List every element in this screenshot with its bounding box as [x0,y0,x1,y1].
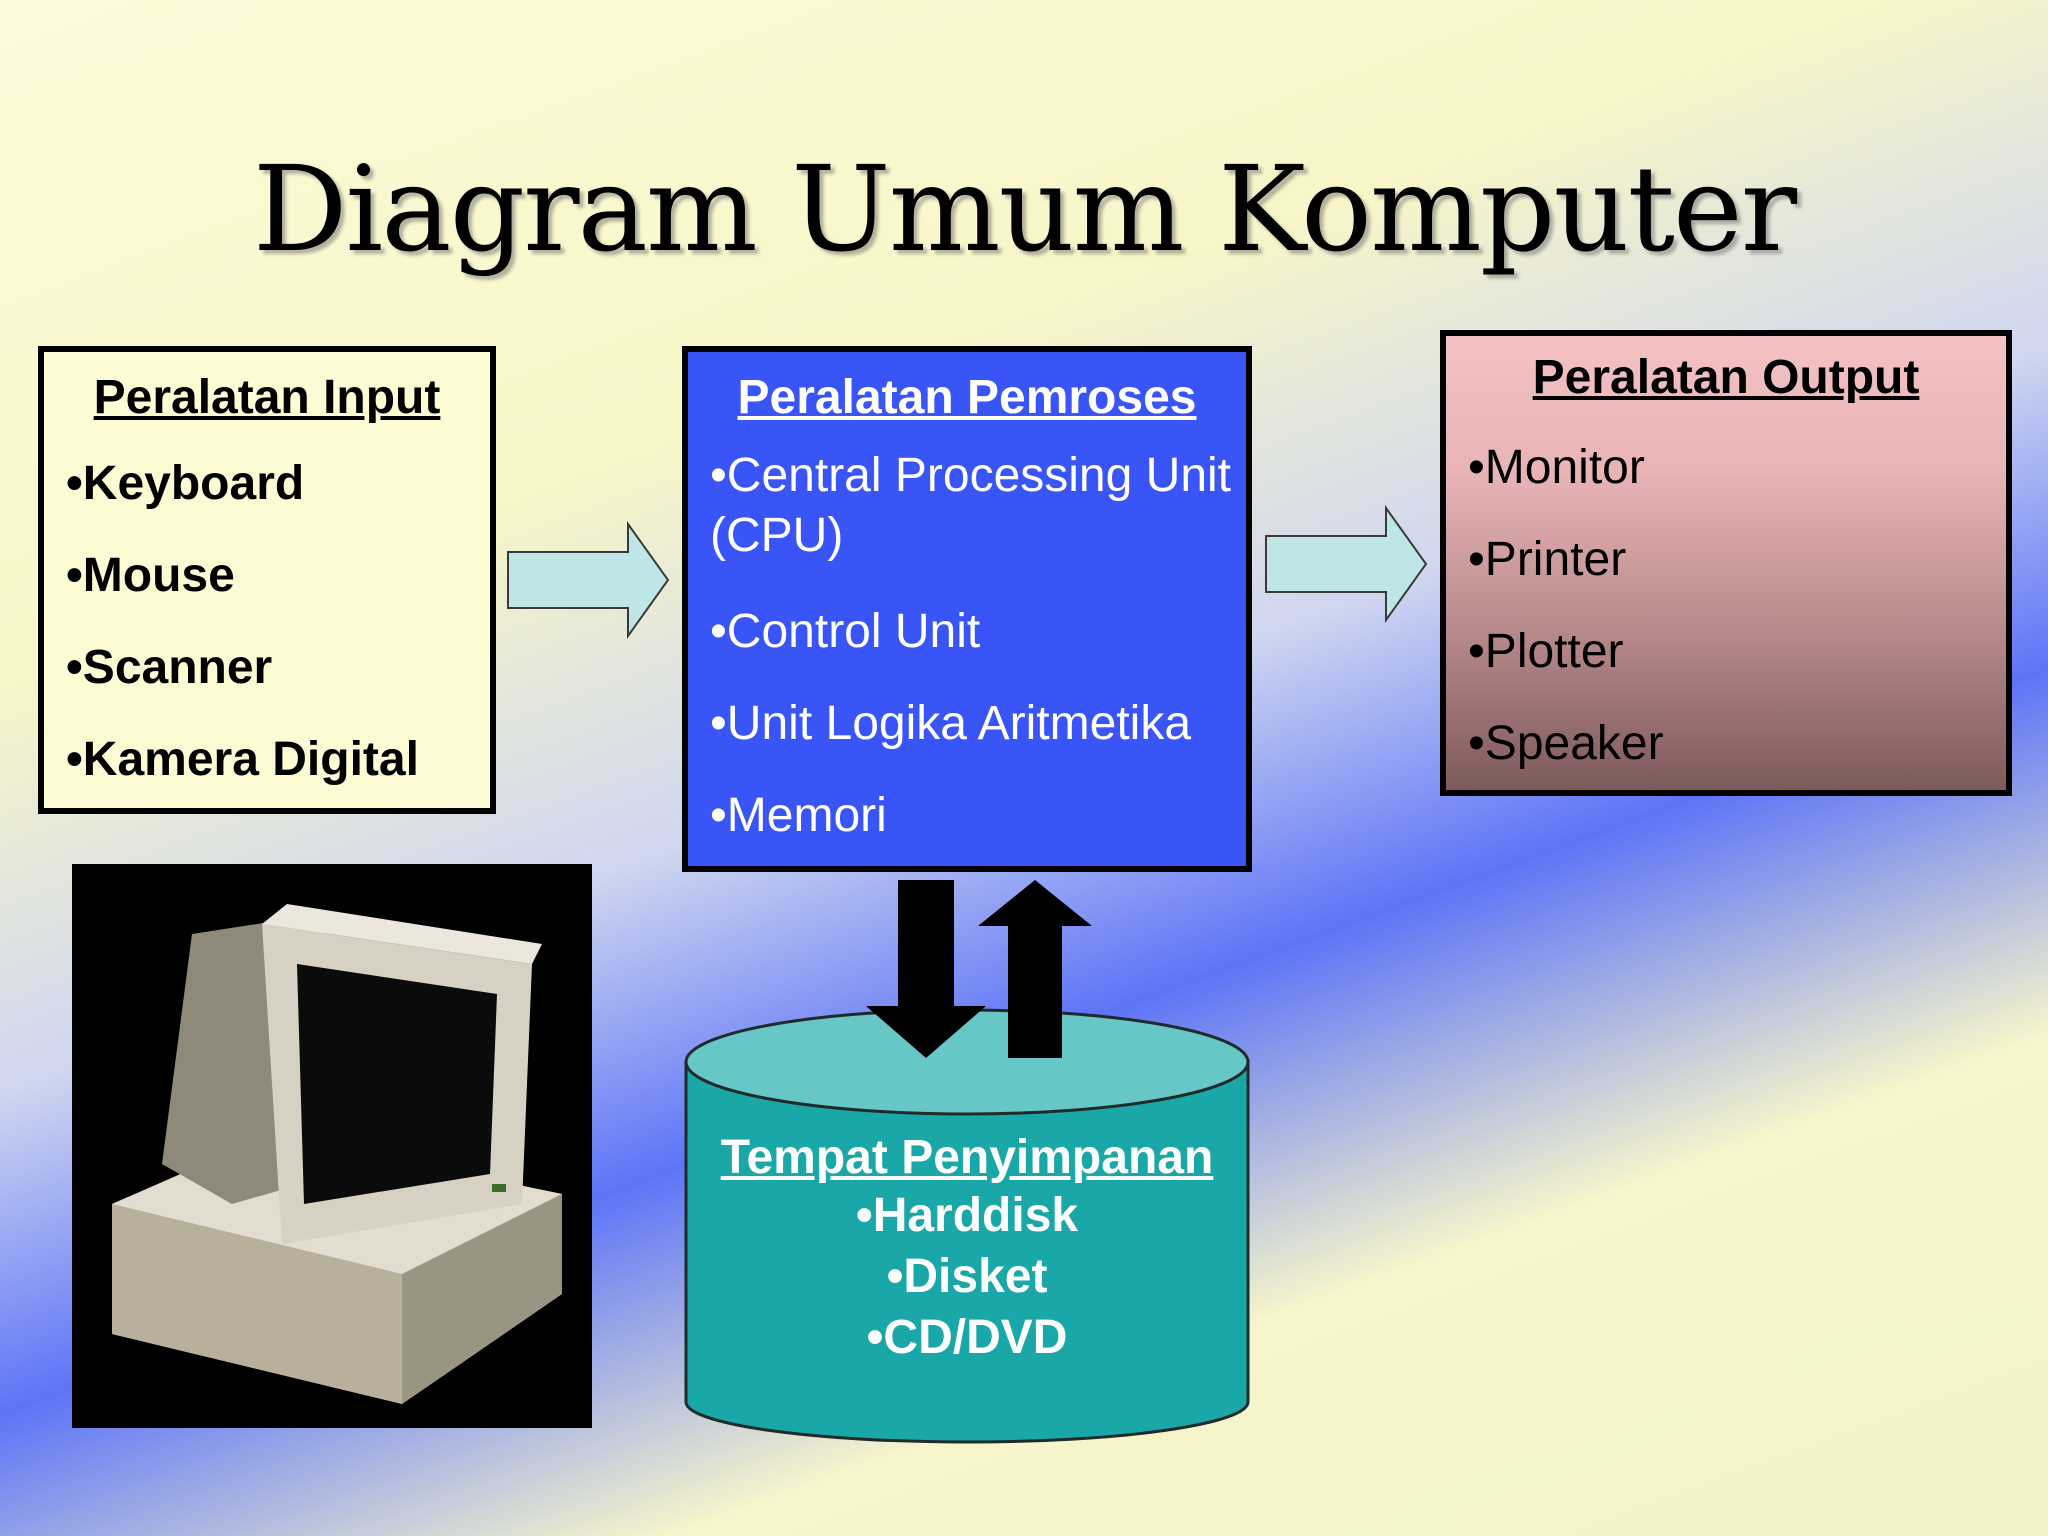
storage-item: •Disket [886,1250,1048,1303]
process-heading: Peralatan Pemroses [737,371,1197,424]
process-item: •Central Processing Unit (CPU) [710,449,1232,562]
output-item: •Plotter [1468,625,1624,678]
process-item: •Control Unit [710,605,981,658]
output-item: •Printer [1468,533,1627,586]
input-item: •Scanner [66,641,273,694]
arrow-process-to-output [1265,504,1428,624]
slide-title: Diagram Umum Komputer [252,140,1797,278]
arrow-storage-to-process [978,880,1092,1058]
output-item: •Monitor [1468,441,1645,494]
storage-item: •CD/DVD [866,1311,1068,1364]
input-devices-box: Peralatan Input •Keyboard •Mouse •Scanne… [38,346,496,814]
process-item: •Memori [710,789,887,842]
computer-icon [72,864,592,1428]
input-item: •Kamera Digital [66,733,419,786]
input-item: •Keyboard [66,457,305,510]
storage-text: Tempat Penyimpanan •Harddisk •Disket •CD… [682,1130,1252,1368]
process-item: •Unit Logika Aritmetika [710,697,1192,750]
arrow-process-to-storage [866,880,986,1058]
processing-devices-box: Peralatan Pemroses •Central Processing U… [682,346,1252,872]
output-item: •Speaker [1468,717,1664,770]
input-heading: Peralatan Input [93,371,441,424]
input-item: •Mouse [66,549,235,602]
arrow-input-to-process [507,520,670,640]
output-devices-box: Peralatan Output •Monitor •Printer •Plot… [1440,330,2012,796]
output-heading: Peralatan Output [1532,351,1920,404]
storage-item: •Harddisk [855,1189,1079,1242]
storage-heading: Tempat Penyimpanan [720,1131,1214,1184]
